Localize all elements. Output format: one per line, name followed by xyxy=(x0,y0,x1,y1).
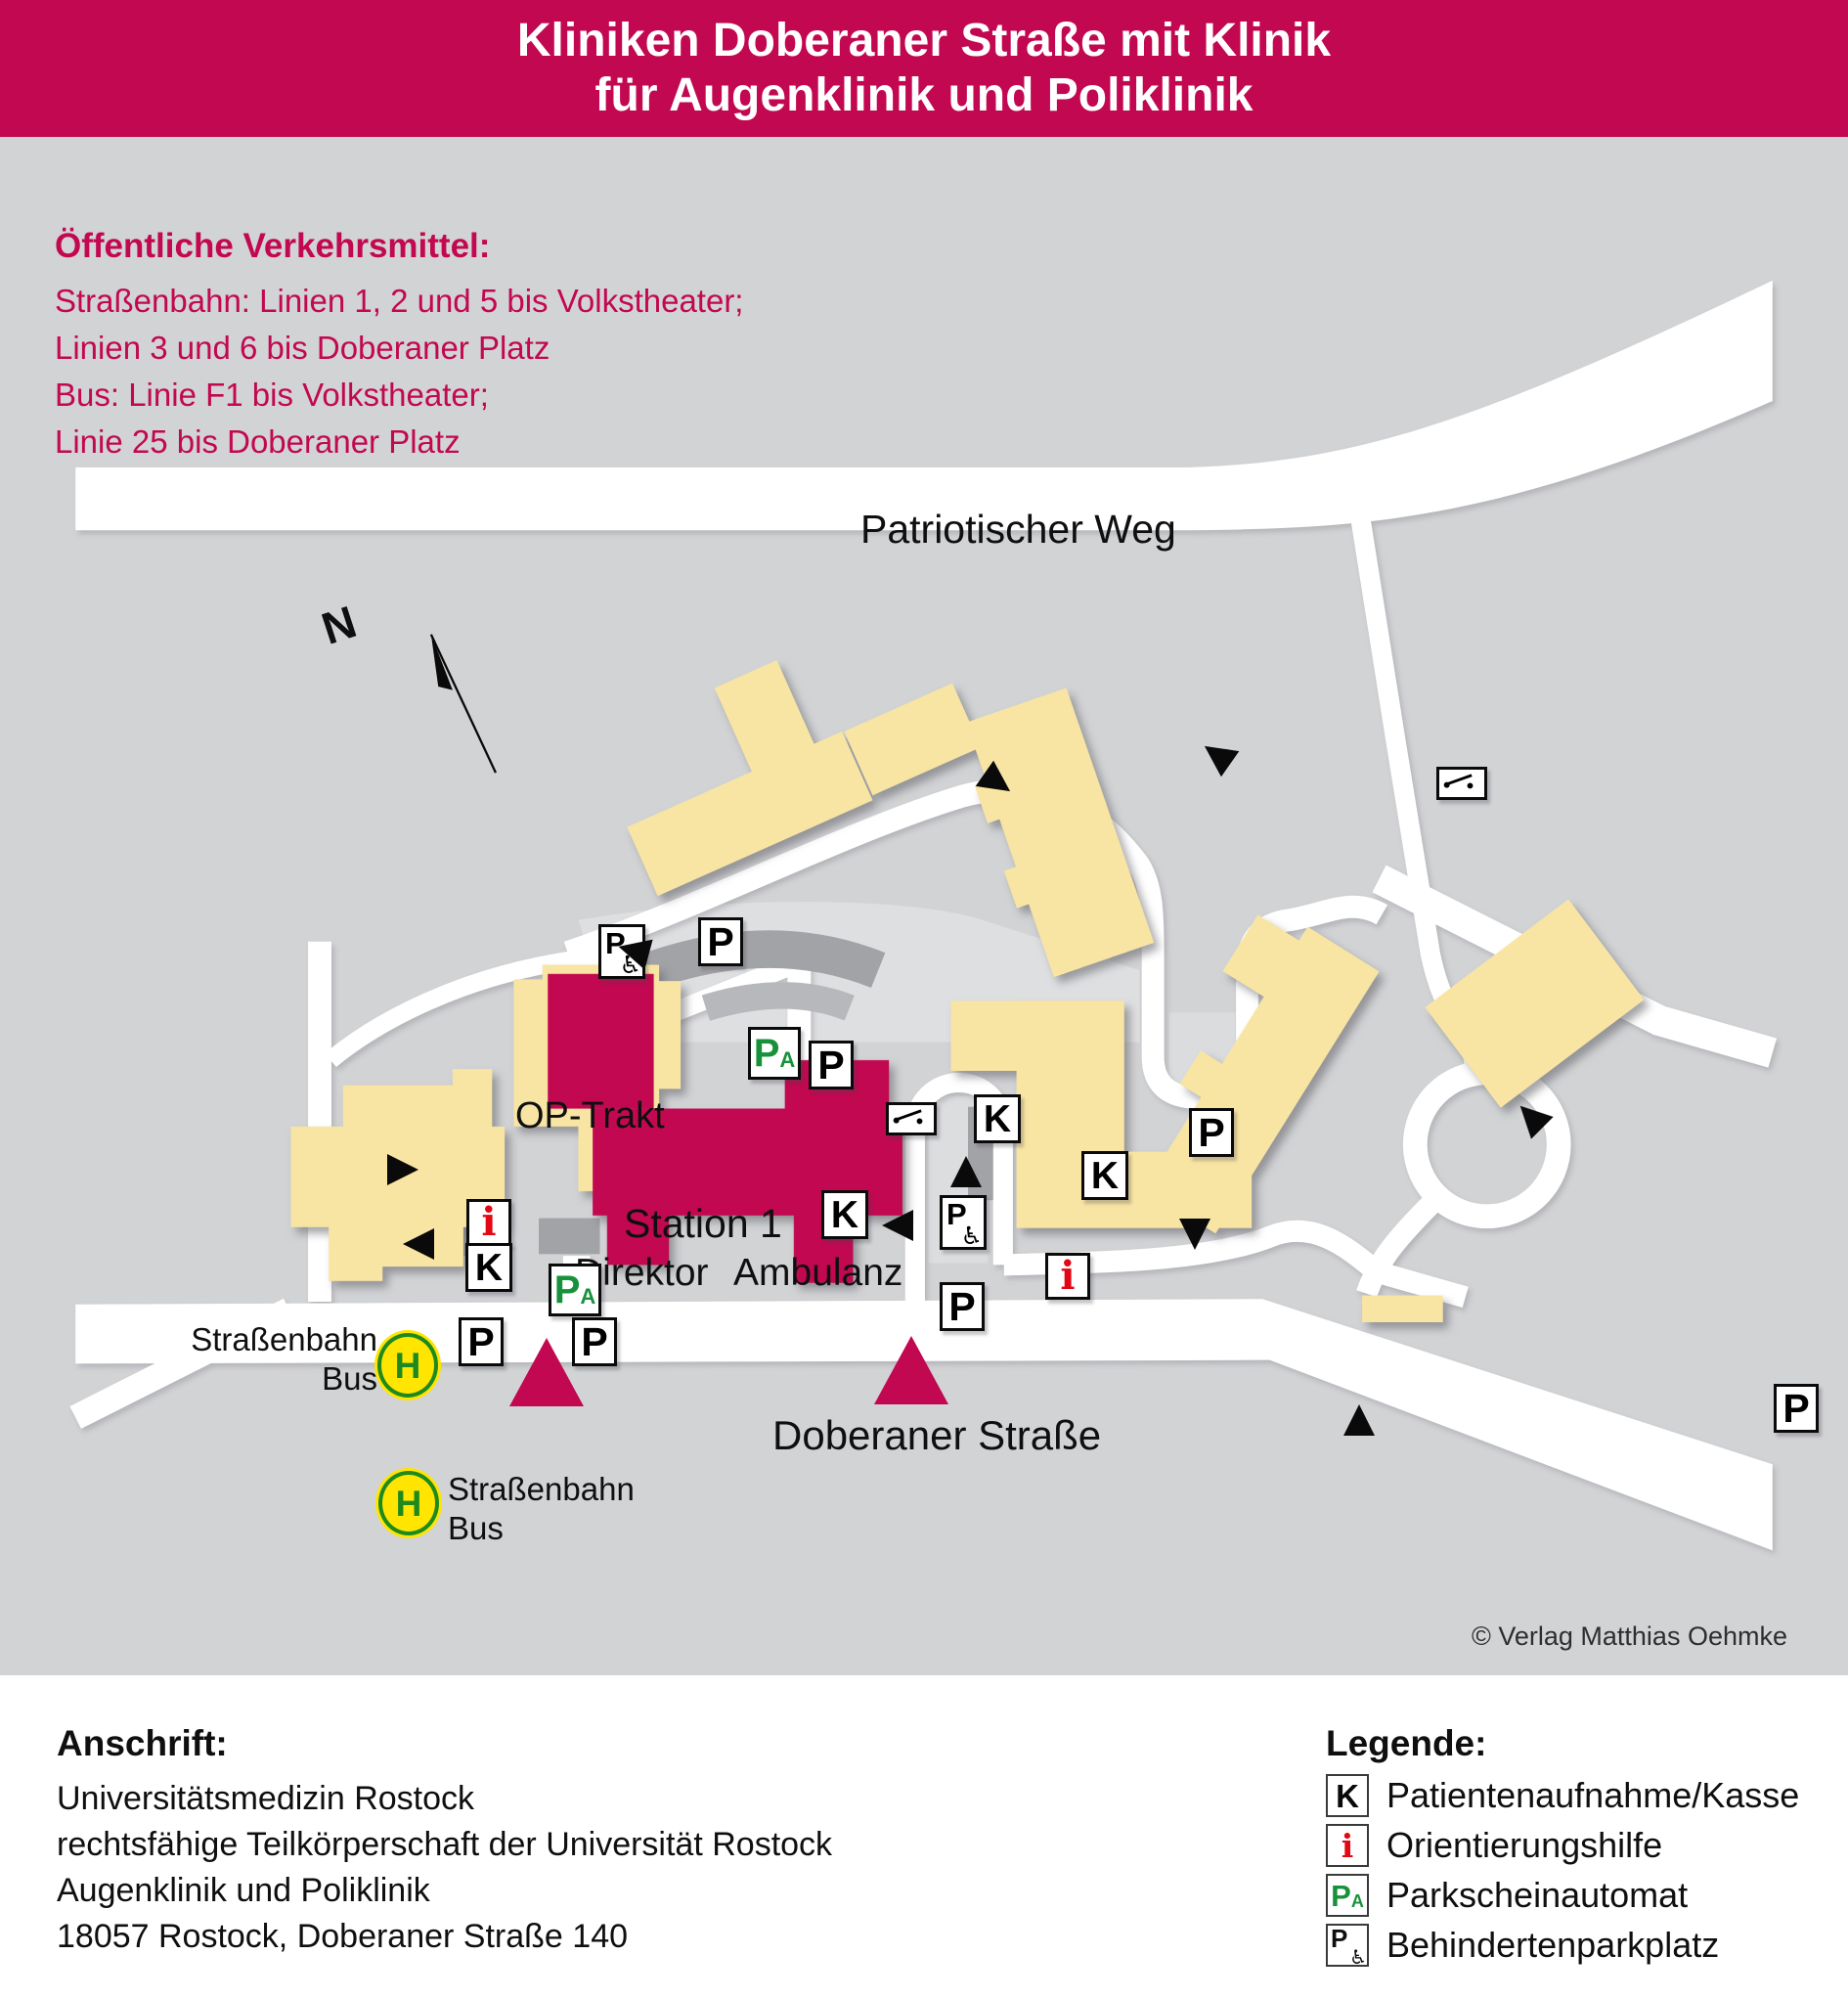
address-line: 18057 Rostock, Doberaner Straße 140 xyxy=(57,1918,629,1955)
address-heading: Anschrift: xyxy=(57,1723,228,1763)
tram-bus-stop-icon: H xyxy=(377,1333,438,1398)
parking-icon: P xyxy=(698,917,743,966)
legend-item-kasse: K Patientenaufnahme/Kasse xyxy=(1326,1774,1799,1817)
building-label-station1: Station 1 xyxy=(624,1201,782,1246)
direction-arrow-icon xyxy=(403,1228,434,1260)
copyright-notice: © Verlag Matthias Oehmke xyxy=(1471,1621,1787,1651)
patient-admission-icon: K xyxy=(821,1190,868,1239)
street-label-patriotischer-weg: Patriotischer Weg xyxy=(860,507,1176,552)
map-canvas xyxy=(69,137,1778,1551)
patient-admission-icon: K xyxy=(1326,1774,1369,1817)
map-area: Öffentliche Verkehrsmittel: Straßenbahn:… xyxy=(0,137,1848,1675)
direction-arrow-icon xyxy=(950,1156,982,1187)
disabled-parking-icon: P♿ xyxy=(940,1195,987,1250)
direction-arrow-icon xyxy=(1179,1219,1210,1250)
disabled-parking-icon: P♿ xyxy=(1326,1924,1369,1967)
compass-needle xyxy=(429,634,498,774)
transit-line: Straßenbahn: Linien 1, 2 und 5 bis Volks… xyxy=(55,283,744,319)
building-far-east xyxy=(1425,899,1645,1108)
parking-icon: P xyxy=(809,1041,854,1089)
transit-info: Öffentliche Verkehrsmittel: Straßenbahn:… xyxy=(55,227,743,466)
parking-icon: P xyxy=(572,1317,617,1366)
parking-icon: P xyxy=(940,1282,985,1331)
legend-item-behindertenparkplatz: P♿ Behindertenparkplatz xyxy=(1326,1924,1799,1967)
page-title-line1: Kliniken Doberaner Straße mit Klinik xyxy=(516,15,1332,67)
transit-heading: Öffentliche Verkehrsmittel: xyxy=(55,227,491,265)
building-label-ambulanz: Ambulanz xyxy=(733,1252,903,1294)
transit-line: Linie 25 bis Doberaner Platz xyxy=(55,423,461,460)
address-block: Anschrift: Universitätsmedizin Rostock r… xyxy=(57,1723,832,1960)
page-title-line2: für Augenklinik und Poliklinik xyxy=(594,69,1254,121)
barrier-icon xyxy=(886,1102,937,1135)
stop-label-north: Straßenbahn Bus xyxy=(191,1321,377,1397)
disabled-parking-icon: P♿ xyxy=(598,924,645,979)
building-north-middle xyxy=(844,683,982,796)
address-line: Augenklinik und Poliklinik xyxy=(57,1872,430,1909)
main-entrance-marker xyxy=(509,1338,584,1406)
tram-bus-stop-icon: H xyxy=(378,1471,439,1535)
parking-strip xyxy=(539,1218,600,1255)
building-north-west xyxy=(627,660,873,897)
orientation-help-icon: i xyxy=(1045,1253,1090,1300)
street-ring-connector-south xyxy=(1356,1194,1441,1298)
legend-item-orientierung: i Orientierungshilfe xyxy=(1326,1824,1799,1867)
parking-icon: P xyxy=(459,1317,504,1366)
building-north-east xyxy=(966,688,1155,978)
direction-arrow-icon xyxy=(882,1210,913,1241)
patient-admission-icon: K xyxy=(1081,1151,1128,1200)
building-layer xyxy=(290,660,1645,1323)
street-southwest-stub xyxy=(69,1298,295,1429)
street-west-curve xyxy=(325,945,620,1068)
legend-block: Legende: K Patientenaufnahme/Kasse i Ori… xyxy=(1326,1723,1799,1974)
orientation-help-icon: i xyxy=(466,1199,511,1246)
stop-label-south: Straßenbahn Bus xyxy=(448,1471,635,1546)
main-entrance-marker xyxy=(874,1336,948,1404)
parking-icon: P xyxy=(1189,1108,1234,1157)
barrier-icon xyxy=(1436,767,1487,800)
patient-admission-icon: K xyxy=(465,1243,512,1292)
parking-strip xyxy=(639,930,886,991)
street-northeast-diagonal xyxy=(1372,865,1778,1068)
building-small-bar xyxy=(1362,1295,1443,1323)
building-label-op-trakt: OP-Trakt xyxy=(515,1095,665,1136)
patient-admission-icon: K xyxy=(974,1094,1021,1143)
parking-icon: P xyxy=(1774,1384,1819,1433)
legend-heading: Legende: xyxy=(1326,1723,1487,1763)
direction-arrow-icon xyxy=(387,1154,418,1185)
street-label-doberaner-strasse: Doberaner Straße xyxy=(772,1412,1102,1458)
transit-line: Linien 3 und 6 bis Doberaner Platz xyxy=(55,330,550,366)
transit-line: Bus: Linie F1 bis Volkstheater; xyxy=(55,377,489,413)
orientation-help-icon: i xyxy=(1326,1824,1369,1867)
parking-strip xyxy=(701,982,855,1021)
address-line: Universitätsmedizin Rostock xyxy=(57,1780,475,1817)
direction-arrow-icon xyxy=(1343,1404,1375,1436)
building-op-trakt xyxy=(548,973,654,1109)
title-banner: Kliniken Doberaner Straße mit Klinik für… xyxy=(0,0,1848,137)
street-patriotischer-weg xyxy=(75,280,1773,531)
address-line: rechtsfähige Teilkörperschaft der Univer… xyxy=(57,1826,833,1863)
